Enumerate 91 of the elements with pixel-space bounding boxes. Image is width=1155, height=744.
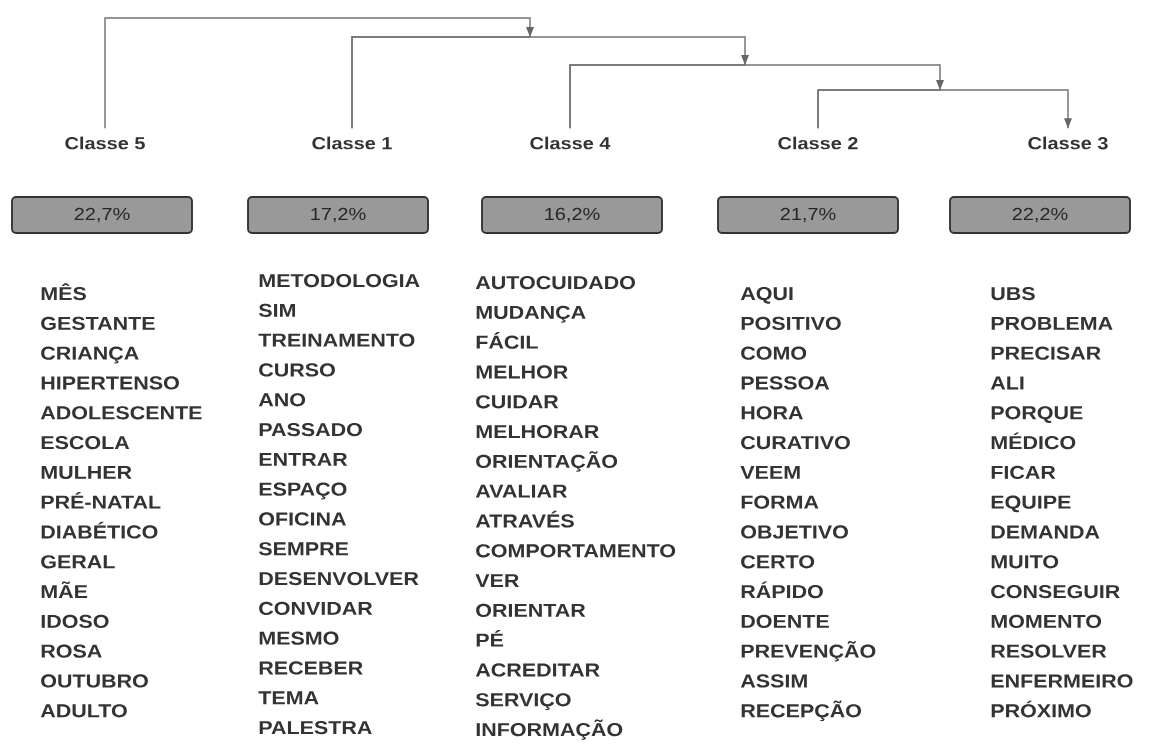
word-label: TREINAMENTO — [258, 333, 415, 347]
word-label: HIPERTENSO — [41, 376, 179, 390]
percentage-box: 17,2% — [247, 196, 429, 234]
word-label: FÁCIL — [476, 332, 538, 349]
word-label: OBJETIVO — [741, 525, 848, 539]
word-label: IDOSO — [41, 614, 109, 628]
percentage-box: 21,7% — [717, 196, 899, 234]
word-label: OFICINA — [259, 512, 346, 526]
word-label: PRÉ-NATAL — [41, 492, 161, 509]
connector-arrow — [817, 89, 1072, 130]
word-label: PORQUE — [991, 406, 1083, 423]
word-label: RÁPIDO — [741, 581, 823, 599]
word-label: MÃE — [41, 581, 88, 598]
connector-arrow — [351, 36, 749, 130]
word-label: PROBLEMA — [991, 316, 1113, 330]
word-label: PESSOA — [741, 376, 830, 390]
word-label: RECEBER — [259, 661, 363, 675]
word-label: AUTOCUIDADO — [475, 275, 635, 290]
word-label: ROSA — [41, 644, 102, 658]
word-label: MÊS — [41, 283, 86, 301]
word-label: ENTRAR — [259, 452, 348, 466]
word-label: GERAL — [41, 555, 115, 569]
word-label: FORMA — [741, 495, 819, 509]
word-label: ASSIM — [740, 674, 807, 688]
word-label: MULHER — [41, 465, 132, 479]
word-label: VER — [475, 574, 519, 587]
word-label: OUTUBRO — [41, 674, 148, 688]
word-label: ESPAÇO — [259, 482, 347, 500]
word-label: TEMA — [258, 691, 319, 705]
word-label: ADULTO — [40, 704, 127, 718]
word-label: DESENVOLVER — [259, 571, 419, 586]
word-label: COMPORTAMENTO — [476, 544, 676, 558]
class-label: Classe 4 — [530, 136, 611, 150]
word-label: ORIENTAR — [476, 603, 586, 617]
percentage-box: 16,2% — [481, 196, 663, 234]
word-label: DEMANDA — [991, 525, 1100, 539]
word-label: POSITIVO — [741, 316, 841, 330]
word-label: AQUI — [740, 286, 793, 304]
word-label: MUITO — [991, 555, 1059, 569]
word-label: MESMO — [259, 631, 339, 645]
word-label: ADOLESCENTE — [40, 406, 202, 420]
word-label: PREVENÇÃO — [741, 641, 876, 662]
word-label: METODOLOGIA — [259, 273, 420, 288]
word-label: CURSO — [259, 363, 335, 377]
word-label: CERTO — [741, 555, 815, 569]
word-label: RESOLVER — [991, 644, 1107, 658]
class-label: Classe 1 — [312, 136, 392, 150]
word-label: ATRAVÉS — [475, 510, 574, 528]
word-label: ORIENTAÇÃO — [476, 451, 618, 472]
word-label: PASSADO — [259, 422, 362, 437]
word-label: MELHOR — [476, 365, 568, 379]
word-label: GESTANTE — [41, 316, 155, 330]
word-label: CONVIDAR — [259, 601, 373, 615]
word-label: COMO — [741, 346, 807, 360]
word-label: RECEPÇÃO — [741, 700, 862, 722]
word-label: MELHORAR — [476, 424, 599, 439]
word-label: AVALIAR — [475, 484, 568, 498]
word-label: ACREDITAR — [475, 663, 600, 677]
percentage-box: 22,7% — [11, 196, 193, 234]
word-label: PRÓXIMO — [991, 700, 1091, 718]
word-label: ANO — [258, 393, 306, 407]
word-label: SEMPRE — [258, 542, 349, 556]
percentage-box: 22,2% — [949, 196, 1131, 234]
word-label: VEEM — [740, 465, 800, 479]
class-label: Classe 5 — [65, 136, 145, 150]
word-label: SIM — [258, 303, 295, 317]
connector-arrow — [569, 64, 944, 130]
word-label: ENFERMEIRO — [991, 674, 1133, 688]
connector-arrow — [104, 17, 534, 130]
class-label: Classe 2 — [778, 136, 858, 150]
word-label: INFORMAÇÃO — [476, 719, 623, 740]
word-label: CRIANÇA — [41, 346, 139, 364]
word-label: PÉ — [476, 630, 504, 647]
word-label: EQUIPE — [991, 495, 1071, 513]
word-label: MOMENTO — [991, 614, 1102, 628]
class-label: Classe 3 — [1028, 136, 1108, 150]
word-label: DOENTE — [741, 614, 829, 628]
word-label: HORA — [741, 406, 803, 420]
word-label: FICAR — [991, 465, 1056, 479]
word-label: DIABÉTICO — [41, 521, 158, 539]
word-label: UBS — [991, 286, 1035, 301]
word-label: CUIDAR — [476, 395, 559, 409]
word-label: MUDANÇA — [476, 305, 586, 323]
word-label: ESCOLA — [41, 435, 130, 450]
word-label: SERVIÇO — [475, 693, 571, 711]
word-label: PALESTRA — [259, 720, 372, 735]
word-label: MÉDICO — [991, 432, 1076, 450]
word-label: CURATIVO — [741, 435, 850, 450]
word-label: CONSEGUIR — [991, 584, 1120, 599]
word-label: ALI — [990, 376, 1024, 390]
word-label: PRECISAR — [991, 346, 1101, 360]
